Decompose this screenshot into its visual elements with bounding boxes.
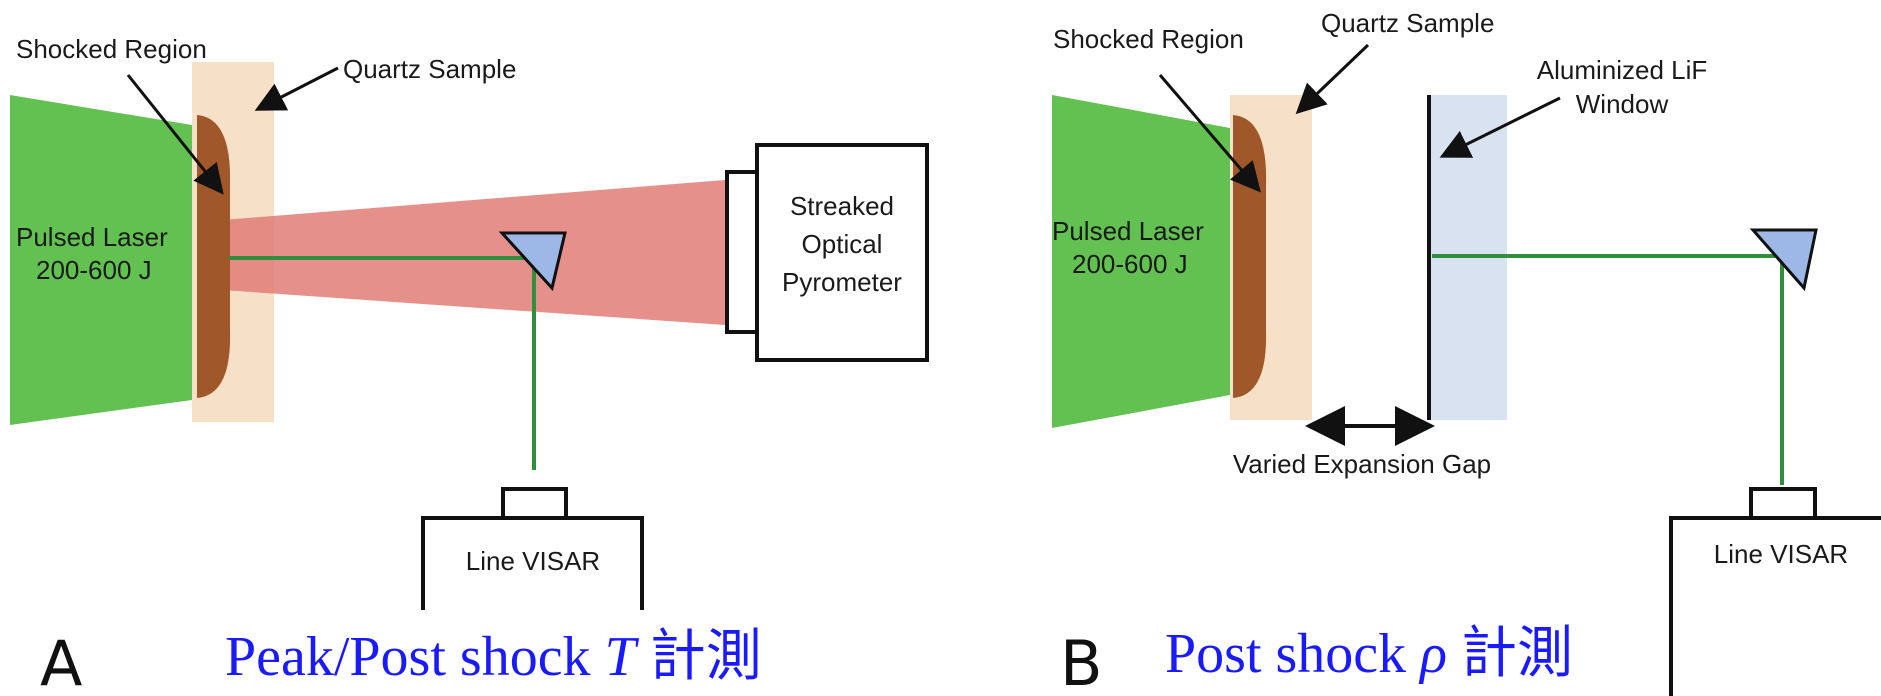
shocked-region-label-b: Shocked Region xyxy=(1053,24,1244,54)
visar-port-a xyxy=(501,487,568,520)
laser-beam-a xyxy=(10,95,192,425)
visar-box-b xyxy=(1669,516,1881,696)
panel-a: Shocked Region Quartz Sample Pulsed Lase… xyxy=(10,34,929,696)
laser-beam-b xyxy=(1052,95,1230,428)
caption-a-var: T xyxy=(605,626,640,688)
quartz-arrow-a xyxy=(254,66,339,111)
laser-label-line2-a: 200-600 J xyxy=(36,255,152,285)
visar-port-b xyxy=(1749,487,1817,520)
shocked-region-arrow-b xyxy=(1158,74,1261,193)
panel-b: Shocked Region Quartz Sample Aluminized … xyxy=(1052,8,1881,696)
laser-label-line1-b: Pulsed Laser xyxy=(1052,216,1204,246)
pyrometer-label-line3: Pyrometer xyxy=(782,267,902,297)
caption-a: Peak/Post shock T 計測 xyxy=(225,626,762,688)
caption-a-suffix: 計測 xyxy=(636,626,762,688)
emission-cone-a xyxy=(222,180,725,325)
laser-label-line2-b: 200-600 J xyxy=(1072,249,1188,279)
quartz-sample-label-b: Quartz Sample xyxy=(1321,8,1494,38)
quartz-arrow-b xyxy=(1295,43,1370,115)
window-arrow xyxy=(1439,96,1561,158)
gap-label: Varied Expansion Gap xyxy=(1233,449,1491,479)
pyrometer-label-line2: Optical xyxy=(802,229,883,259)
shocked-region-arrow-a xyxy=(126,74,224,195)
prism-a xyxy=(498,231,567,292)
quartz-sample-label-a: Quartz Sample xyxy=(343,54,516,84)
caption-b-prefix: Post shock xyxy=(1165,623,1420,685)
prism-b xyxy=(1749,228,1818,292)
shocked-region-a xyxy=(197,115,231,398)
pyrometer-label-line1: Streaked xyxy=(790,191,894,221)
caption-b-suffix: 計測 xyxy=(1447,623,1573,685)
shocked-region-label-a: Shocked Region xyxy=(16,34,207,64)
caption-a-prefix: Peak/Post shock xyxy=(225,626,605,688)
caption-b-var: ρ xyxy=(1418,623,1447,685)
caption-b: Post shock ρ 計測 xyxy=(1165,623,1573,685)
panel-letter-b: B xyxy=(1060,627,1103,696)
panel-letter-a: A xyxy=(40,627,82,696)
window-label-line1: Aluminized LiF xyxy=(1537,55,1708,85)
laser-label-line1-a: Pulsed Laser xyxy=(16,222,168,252)
shocked-region-b xyxy=(1233,115,1267,398)
visar-label-b: Line VISAR xyxy=(1714,539,1848,569)
visar-label-a: Line VISAR xyxy=(466,546,600,576)
pyrometer-lens xyxy=(725,170,759,334)
window-label-line2: Window xyxy=(1576,89,1669,119)
